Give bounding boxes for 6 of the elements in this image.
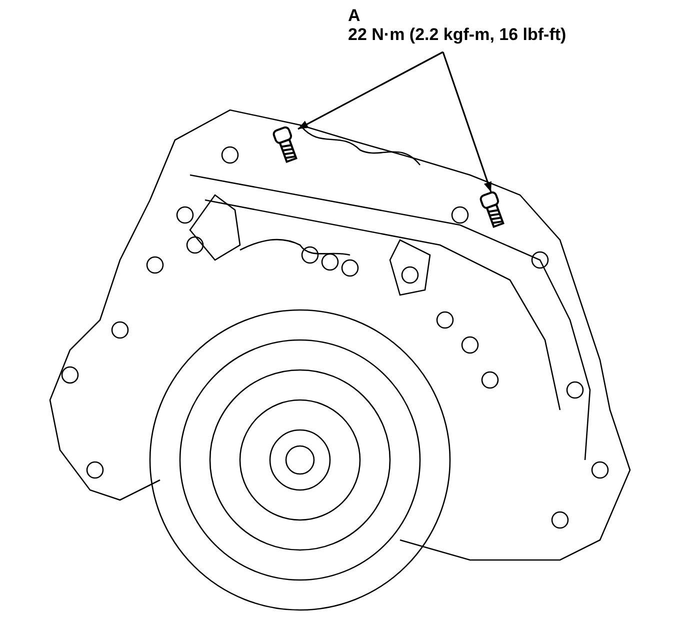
torque-spec: 22 N·m (2.2 kgf-m, 16 lbf-ft) — [348, 25, 566, 44]
callout-letter: A — [348, 6, 362, 25]
leader-line — [442, 52, 492, 192]
bolt-drawing — [478, 190, 504, 228]
leader-line — [298, 51, 444, 130]
bolt-drawing — [272, 125, 298, 164]
